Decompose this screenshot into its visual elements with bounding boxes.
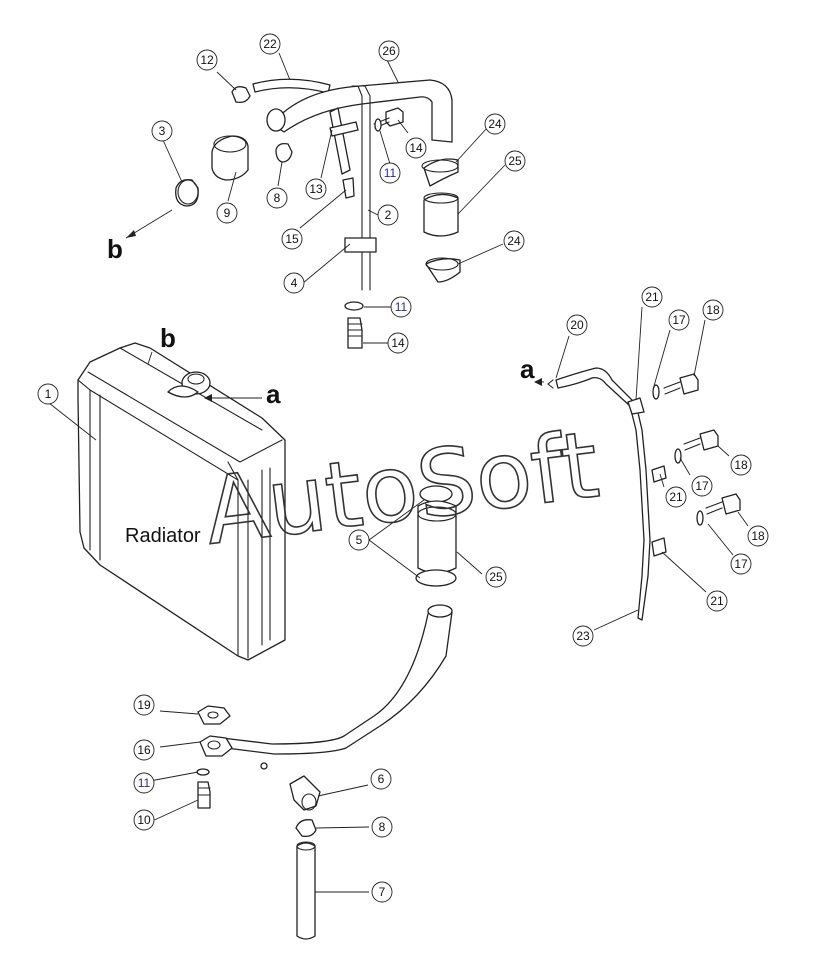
svg-text:26: 26 — [382, 44, 396, 58]
callout-11-middle: 11 — [390, 296, 412, 318]
svg-text:18: 18 — [751, 529, 765, 543]
letter-b-radiator: b — [160, 323, 176, 353]
radiator — [77, 342, 286, 661]
callout-23: 23 — [572, 625, 594, 647]
svg-text:24: 24 — [507, 234, 521, 248]
radiator-label: Radiator — [125, 525, 201, 547]
svg-text:4: 4 — [291, 276, 298, 290]
svg-text:1: 1 — [45, 387, 52, 401]
svg-text:13: 13 — [309, 182, 323, 196]
svg-text:25: 25 — [508, 154, 522, 168]
callout-20: 20 — [566, 314, 588, 336]
svg-text:21: 21 — [669, 490, 683, 504]
callout-4: 4 — [283, 272, 305, 294]
svg-text:23: 23 — [576, 629, 590, 643]
callout-18-lower: 18 — [747, 525, 769, 547]
svg-text:21: 21 — [710, 594, 724, 608]
letter-a-tube: a — [520, 354, 535, 384]
upper-hose-assembly — [175, 78, 461, 349]
svg-text:17: 17 — [672, 313, 686, 327]
callout-8-lower: 8 — [371, 816, 393, 838]
callout-7: 7 — [371, 881, 393, 903]
callout-26: 26 — [378, 40, 400, 62]
svg-text:9: 9 — [224, 206, 231, 220]
lower-water-pipe — [196, 604, 453, 940]
callout-14-lower: 14 — [387, 332, 409, 354]
overflow-tube-assembly — [547, 367, 741, 621]
svg-text:10: 10 — [137, 813, 151, 827]
svg-text:14: 14 — [409, 141, 423, 155]
svg-text:6: 6 — [378, 772, 385, 786]
callout-8-upper: 8 — [266, 187, 288, 209]
svg-text:2: 2 — [385, 208, 392, 222]
callout-24-upper: 24 — [484, 113, 506, 135]
svg-text:12: 12 — [200, 53, 214, 67]
svg-text:5: 5 — [356, 533, 363, 547]
callout-21-middle: 21 — [665, 486, 687, 508]
letter-b-upper: b — [107, 234, 123, 264]
callout-1: 1 — [37, 383, 59, 405]
svg-text:11: 11 — [384, 166, 397, 180]
svg-text:8: 8 — [274, 191, 281, 205]
callout-2: 2 — [377, 204, 399, 226]
callout-12: 12 — [196, 49, 218, 71]
svg-text:8: 8 — [379, 820, 386, 834]
svg-text:22: 22 — [263, 37, 277, 51]
svg-text:7: 7 — [379, 885, 386, 899]
svg-text:11: 11 — [138, 776, 151, 790]
callout-3: 3 — [151, 120, 173, 142]
svg-text:16: 16 — [137, 743, 151, 757]
letter-a-radiator: a — [266, 379, 281, 409]
callout-14-upper: 14 — [405, 137, 427, 159]
callout-5: 5 — [348, 529, 370, 551]
callout-13: 13 — [305, 178, 327, 200]
callout-19: 19 — [133, 694, 155, 716]
callout-11-lower: 11 — [133, 772, 155, 794]
callout-18-top: 18 — [702, 299, 724, 321]
callout-17-lower: 17 — [730, 553, 752, 575]
svg-text:17: 17 — [734, 557, 748, 571]
svg-text:21: 21 — [645, 290, 659, 304]
svg-text:17: 17 — [695, 479, 709, 493]
svg-text:19: 19 — [137, 698, 151, 712]
callout-25-upper: 25 — [504, 150, 526, 172]
svg-text:18: 18 — [734, 458, 748, 472]
callout-25-lower: 25 — [485, 566, 507, 588]
svg-text:25: 25 — [489, 570, 503, 584]
svg-text:18: 18 — [706, 303, 720, 317]
callout-9: 9 — [216, 202, 238, 224]
svg-text:11: 11 — [395, 300, 408, 314]
callout-11-upper: 11 — [379, 162, 401, 184]
callout-24-lower: 24 — [503, 230, 525, 252]
svg-text:15: 15 — [285, 232, 299, 246]
callout-18-middle: 18 — [730, 454, 752, 476]
callouts: 1 2 3 4 5 6 7 8 8 9 10 11 11 11 12 13 14… — [37, 33, 769, 903]
callout-21-lower: 21 — [706, 590, 728, 612]
callout-10: 10 — [133, 809, 155, 831]
svg-text:3: 3 — [159, 124, 166, 138]
callout-22: 22 — [259, 33, 281, 55]
svg-text:20: 20 — [570, 318, 584, 332]
callout-16: 16 — [133, 739, 155, 761]
callout-15: 15 — [281, 228, 303, 250]
svg-text:24: 24 — [488, 117, 502, 131]
callout-6: 6 — [370, 768, 392, 790]
leader-lines — [48, 52, 749, 893]
callout-17-top: 17 — [668, 309, 690, 331]
callout-21-top: 21 — [641, 286, 663, 308]
callout-17-middle: 17 — [691, 475, 713, 497]
middle-hose-assembly — [415, 485, 457, 587]
svg-text:14: 14 — [391, 336, 405, 350]
